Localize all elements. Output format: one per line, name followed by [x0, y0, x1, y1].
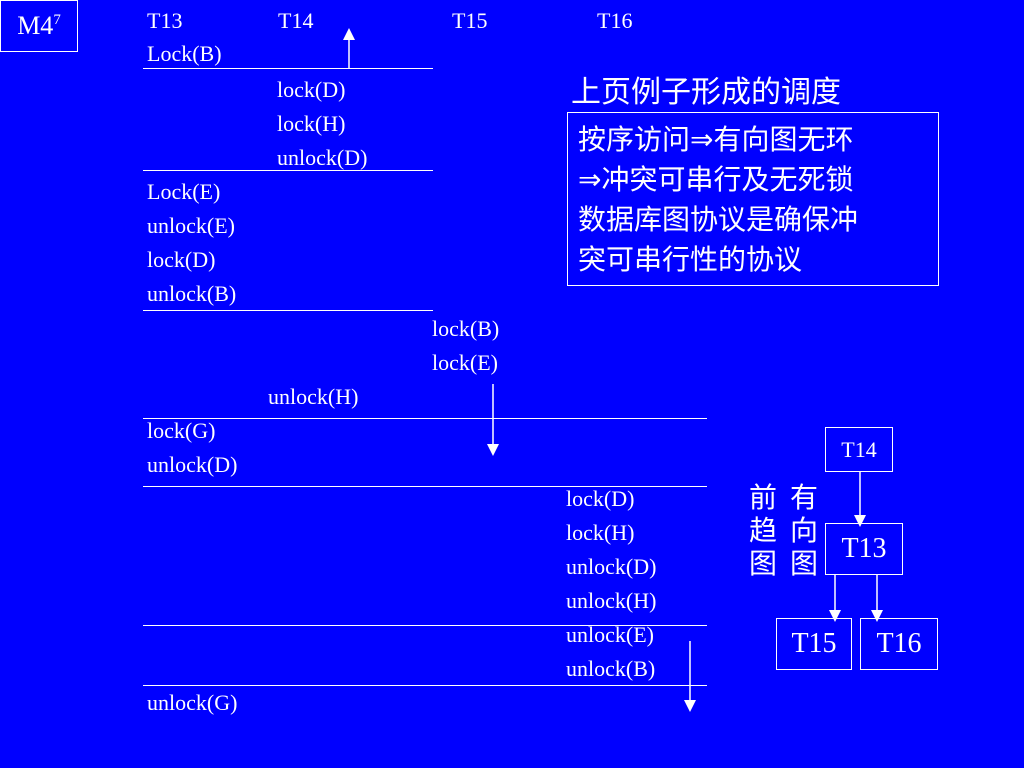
graph-node-t14: T14 [825, 427, 893, 472]
op-t16-unlock-e: unlock(E) [566, 622, 654, 647]
op-t13-unlock-b: unlock(B) [147, 281, 237, 306]
op-t16-lock-d: lock(D) [566, 486, 635, 511]
op-t15-lock-e: lock(E) [432, 350, 498, 375]
separator-line [143, 625, 707, 626]
graph-node-t15: T15 [776, 618, 852, 670]
op-t13-unlock-e: unlock(E) [147, 213, 235, 238]
badge-label: M4 [17, 11, 54, 40]
op-t16-unlock-h: unlock(H) [566, 588, 657, 613]
op-t13-unlock-d: unlock(D) [147, 452, 238, 477]
op-t13-lock-e: Lock(E) [147, 179, 221, 204]
separator-line [143, 486, 707, 487]
header-t14: T14 [278, 8, 314, 33]
directed-label-char: 向 [789, 514, 818, 547]
separator-line [143, 685, 707, 686]
directed-label-char: 有 [789, 481, 818, 514]
op-t15-lock-b: lock(B) [432, 316, 500, 341]
graph-node-label: T16 [876, 628, 922, 659]
separator-line [143, 418, 707, 419]
directed-label-char: 图 [789, 547, 818, 580]
header-t13: T13 [147, 8, 183, 33]
header-t16: T16 [597, 8, 633, 33]
schedule-caption: 上页例子形成的调度 [571, 75, 841, 110]
op-t16-unlock-b: unlock(B) [566, 656, 656, 681]
op-t14-unlock-h: unlock(H) [268, 384, 359, 409]
note-line: 按序访问⇒有向图无环 [578, 123, 854, 156]
op-t13-lock-b: Lock(B) [147, 41, 222, 66]
op-t14-unlock-d: unlock(D) [277, 145, 368, 170]
separator-line [143, 310, 433, 311]
graph-node-t13: T13 [825, 523, 903, 575]
graph-node-label: T15 [791, 628, 837, 659]
graph-node-label: T13 [841, 533, 887, 564]
precedence-label-char: 图 [748, 547, 777, 580]
separator-line [143, 170, 433, 171]
op-t13-lock-d: lock(D) [147, 247, 216, 272]
separator-line [143, 68, 433, 69]
note-line: 突可串行性的协议 [578, 243, 803, 276]
note-line: ⇒冲突可串行及无死锁 [578, 163, 854, 196]
op-t14-lock-d: lock(D) [277, 77, 346, 102]
op-t14-lock-h: lock(H) [277, 111, 346, 136]
precedence-label-char: 趋 [748, 514, 777, 547]
op-t13-lock-g: lock(G) [147, 418, 216, 443]
graph-node-label: T14 [841, 436, 877, 462]
note-line: 数据库图协议是确保冲 [578, 203, 859, 236]
op-t16-lock-h: lock(H) [566, 520, 635, 545]
op-t13-unlock-g: unlock(G) [147, 690, 238, 715]
precedence-label-char: 前 [748, 481, 777, 514]
op-t16-unlock-d: unlock(D) [566, 554, 657, 579]
protocol-note-box: 按序访问⇒有向图无环 ⇒冲突可串行及无死锁 数据库图协议是确保冲 突可串行性的协… [567, 112, 939, 286]
badge-superscript: 7 [53, 11, 61, 28]
header-t15: T15 [452, 8, 488, 33]
graph-node-t16: T16 [860, 618, 938, 670]
